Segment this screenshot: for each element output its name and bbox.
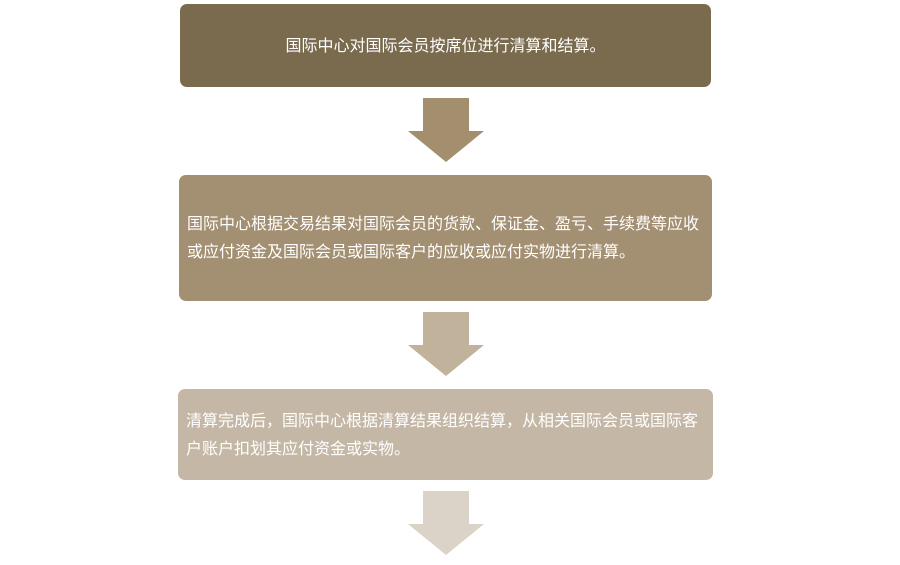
- step-3-text: 清算完成后，国际中心根据清算结果组织结算，从相关国际会员或国际客户账户扣划其应付…: [186, 410, 699, 458]
- down-arrow-1-icon: [408, 98, 484, 162]
- step-3-box: 清算完成后，国际中心根据清算结果组织结算，从相关国际会员或国际客户账户扣划其应付…: [178, 389, 713, 480]
- step-1-box: 国际中心对国际会员按席位进行清算和结算。: [180, 4, 711, 87]
- step-2-text: 国际中心根据交易结果对国际会员的货款、保证金、盈亏、手续费等应收或应付资金及国际…: [187, 214, 700, 261]
- step-2-box: 国际中心根据交易结果对国际会员的货款、保证金、盈亏、手续费等应收或应付资金及国际…: [179, 175, 712, 301]
- down-arrow-2-shape: [408, 312, 484, 376]
- down-arrow-3-shape: [408, 491, 484, 555]
- down-arrow-1-shape: [408, 98, 484, 162]
- step-1-text: 国际中心对国际会员按席位进行清算和结算。: [285, 35, 606, 55]
- down-arrow-2-icon: [408, 312, 484, 376]
- down-arrow-3-icon: [408, 491, 484, 555]
